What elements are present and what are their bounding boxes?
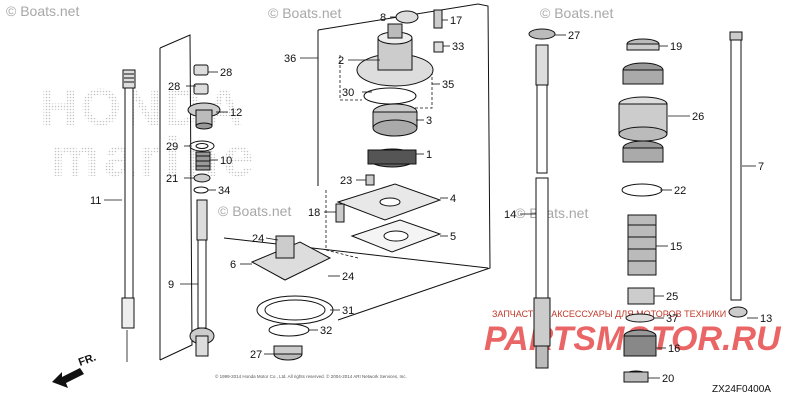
part-16-gear [623,329,657,357]
part-8-grommet [395,10,419,24]
part-31-seal [256,295,334,325]
watermark-brand-line2: marine [50,125,258,188]
callout-28-lower: 28 [168,81,180,93]
callout-3: 3 [426,115,432,127]
part-21-collar [193,173,211,183]
part-7-tube [729,31,743,301]
callout-11: 11 [90,195,101,207]
part-19-race [626,38,660,51]
part-13-grommet [728,306,748,318]
callout-16: 16 [668,343,680,355]
callout-10: 10 [220,155,232,167]
assembly-bracket-30 [339,55,362,101]
assembly-bracket-lower [325,190,359,259]
part-22-washer [621,183,663,197]
left-frame-line [159,34,193,361]
callout-24-upper: 24 [252,233,264,245]
callout-13: 13 [760,313,772,325]
callout-32: 32 [320,325,332,337]
part-17-bolt [433,9,443,29]
part-34-clip [193,186,209,194]
enclosure-lines [159,3,491,361]
callout-28-top: 28 [220,67,232,79]
front-direction-label: FR. [77,351,98,368]
callout-29: 29 [166,141,178,153]
callout-27-lower: 27 [250,349,262,361]
callout-15: 15 [670,241,682,253]
watermark-site-mid: © Boats.net [218,203,291,219]
callout-36: 36 [284,53,296,65]
part-27-seal-lower [273,345,303,361]
part-3-liner [372,103,418,137]
watermark-shop-text: ЗАПЧАСТИ И АКСЕССУАРЫ ДЛЯ МОТОРОВ ТЕХНИК… [492,309,726,319]
part-11-shaft [121,69,136,362]
part-15-spring [627,214,657,276]
callout-33: 33 [452,41,464,53]
callout-37: 37 [666,313,678,325]
callout-19: 19 [670,41,682,53]
part-37-shim [625,313,655,323]
copyright-note: © 1999-2014 Honda Motor Co., Ltd. All ri… [215,373,407,379]
part-28-nut [193,64,209,95]
callout-9: 9 [168,279,174,291]
part-9-vertical-shaft [189,199,215,357]
callout-31: 31 [342,305,354,317]
part-32-o-ring [268,323,310,337]
callout-17: 17 [450,15,462,27]
callout-23: 23 [340,175,352,187]
callout-5: 5 [450,231,456,243]
callout-34: 34 [218,185,230,197]
parts-drawings [121,9,748,383]
part-33-pin [433,41,444,53]
callout-1: 1 [426,149,432,161]
diagram-code: ZX24F0400A [712,384,771,395]
callout-18: 18 [308,207,320,219]
callout-26: 26 [692,111,704,123]
part-26-bearing-set [618,62,668,163]
center-lower-frame [223,237,489,269]
callout-2: 2 [338,55,344,67]
callout-8: 8 [380,12,386,24]
part-10-spring [195,151,211,171]
front-direction-indicator: FR. [52,351,98,388]
callout-12: 12 [230,107,242,119]
part-14-shaft [528,28,556,369]
part-6-base [250,235,332,281]
part-18-bolt [335,203,345,223]
callout-6: 6 [230,259,236,271]
part-23-key [365,174,375,186]
part-5-gasket [350,219,442,253]
part-2-pump-housing [356,23,434,87]
callout-22: 22 [674,185,686,197]
callout-7: 7 [758,161,764,173]
leader-lines [104,16,758,379]
callout-labels: 11 28 28 12 29 10 21 34 9 8 17 33 36 2 3… [90,12,772,385]
part-1-impeller [367,148,417,168]
front-arrow-icon [52,368,84,388]
callout-21: 21 [166,173,178,185]
watermark-site-top-center: © Boats.net [268,5,341,21]
part-12-gear [187,102,221,130]
center-frame-line [317,3,491,321]
watermark-site-mid-right: © Boats.net [515,205,588,221]
callout-20: 20 [662,373,674,385]
callout-24-lower: 24 [342,271,354,283]
callout-4: 4 [450,193,456,205]
watermark-site-top-left: © Boats.net [6,3,79,19]
callout-30: 30 [342,87,354,99]
callout-27-upper: 27 [568,30,580,42]
callout-35: 35 [442,79,454,91]
part-30-gasket [363,87,417,105]
watermark-site-top-right: © Boats.net [540,5,613,21]
callout-25: 25 [666,291,678,303]
callout-14: 14 [504,209,516,221]
part-20-nut [623,370,649,383]
part-4-plate [336,183,442,221]
part-25-bearing [627,287,655,305]
